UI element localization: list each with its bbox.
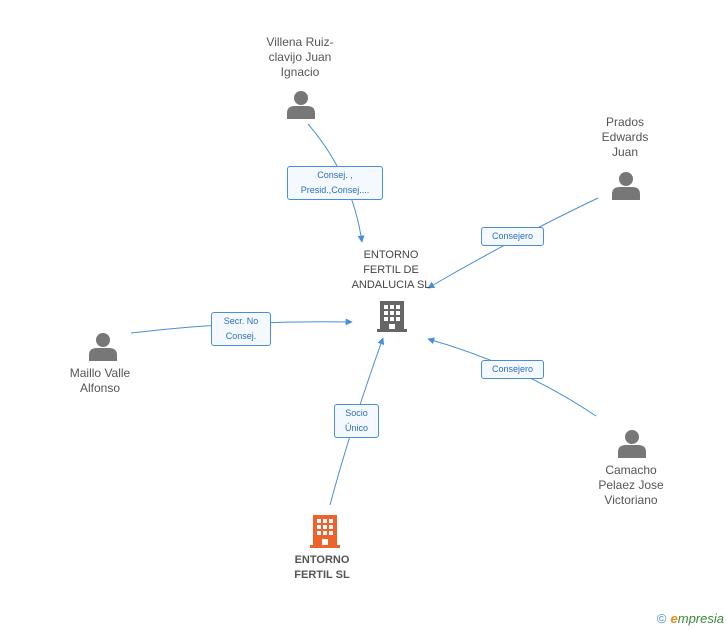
person-icon[interactable]	[287, 89, 315, 119]
edge-label-entorno-fertil[interactable]: Socio Único	[334, 404, 379, 438]
company-label-entorno-fertil: ENTORNO FERTIL SL	[294, 554, 350, 581]
person-icon[interactable]	[89, 331, 117, 361]
person-label-prados: Prados Edwards Juan	[601, 115, 649, 159]
person-icon[interactable]	[612, 170, 640, 200]
brand-initial: e	[670, 611, 678, 626]
center-company-label: ENTORNO FERTIL DE ANDALUCIA SL	[351, 249, 431, 291]
person-label-villena: Villena Ruiz- clavijo Juan Ignacio	[266, 35, 334, 79]
person-label-camacho: Camacho Pelaez Jose Victoriano	[598, 463, 664, 507]
brand-name: mpresia	[677, 611, 724, 626]
copyright-symbol: ©	[656, 611, 667, 626]
person-label-maillo: Maillo Valle Alfonso	[69, 366, 131, 395]
person-icon[interactable]	[618, 428, 646, 458]
building-icon[interactable]	[377, 300, 407, 332]
building-icon[interactable]	[310, 514, 340, 548]
edge-label-camacho[interactable]: Consejero	[481, 360, 544, 379]
edge-label-prados[interactable]: Consejero	[481, 227, 544, 246]
edge-label-villena[interactable]: Consej. , Presid.,Consej....	[287, 166, 383, 200]
brand-logo: ©empresia	[657, 611, 724, 626]
edge-label-maillo[interactable]: Secr. No Consej.	[211, 312, 271, 346]
